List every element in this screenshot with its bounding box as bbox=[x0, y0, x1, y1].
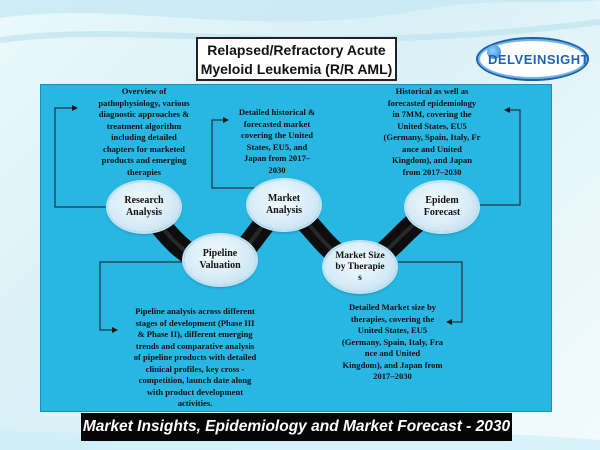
node-market-analysis: Market Analysis bbox=[248, 180, 320, 230]
market-size-description: Detailed Market size by therapies, cover… bbox=[330, 302, 455, 383]
node-label: Market Size by Therapie s bbox=[335, 250, 385, 283]
market-size-line: Detailed Market size by bbox=[348, 302, 437, 312]
research-line: treatment algorithm bbox=[106, 120, 182, 131]
footer-banner: Market Insights, Epidemiology and Market… bbox=[81, 413, 512, 441]
node-label: Epidem Forecast bbox=[423, 195, 461, 218]
research-line: Overview of bbox=[121, 86, 167, 96]
pipeline-line: Pipeline analysis across different bbox=[135, 306, 255, 316]
pipeline-description: Pipeline analysis across different stage… bbox=[110, 306, 280, 410]
market-size-line: 2017–2030 bbox=[373, 371, 412, 381]
title-line-1: Relapsed/Refractory Acute bbox=[207, 42, 386, 58]
node-label: Research Analysis bbox=[124, 195, 164, 218]
node-label: Pipeline Valuation bbox=[199, 248, 241, 271]
market-line: Japan from 2017– bbox=[243, 153, 311, 163]
node-epidem-forecast: Epidem Forecast bbox=[406, 182, 478, 232]
market-description: Detailed historical & forecasted market … bbox=[222, 107, 332, 176]
pipeline-line: clinical profiles, key cross - bbox=[145, 363, 245, 374]
market-size-line: Kingdom), and Japan from bbox=[342, 359, 443, 370]
delveinsight-logo: DELVEINSIGHT bbox=[476, 37, 589, 81]
pipeline-line: competition, launch date along bbox=[138, 375, 252, 385]
research-description: Overview of pathophysiology, various dia… bbox=[74, 86, 214, 178]
epidem-line: ance and United bbox=[402, 143, 462, 154]
market-size-line: (Germany, Spain, Italy, Fra bbox=[341, 336, 444, 347]
pipeline-line: stages of development (Phase III bbox=[135, 317, 255, 328]
epidem-line: forecasted epidemiology bbox=[387, 97, 477, 108]
research-line: chapters for marketed bbox=[103, 143, 185, 154]
epidem-description: Historical as well as forecasted epidemi… bbox=[362, 86, 502, 178]
delveinsight-logo-icon bbox=[487, 45, 501, 59]
market-line: Detailed historical & bbox=[238, 107, 316, 117]
research-line: pathophysiology, various bbox=[98, 97, 190, 108]
pipeline-line: activities. bbox=[177, 398, 213, 408]
node-research-analysis: Research Analysis bbox=[108, 182, 180, 232]
epidem-line: in 7MM, covering the bbox=[392, 109, 472, 119]
title-line-2: Myeloid Leukemia (R/R AML) bbox=[200, 61, 393, 77]
market-line: States, EU5, and bbox=[246, 141, 308, 152]
research-line: including detailed bbox=[111, 132, 177, 142]
epidem-line: Historical as well as bbox=[395, 86, 469, 96]
logo-text: DELVEINSIGHT bbox=[488, 52, 590, 67]
research-line: therapies bbox=[127, 166, 161, 177]
report-title: Relapsed/Refractory Acute Myeloid Leukem… bbox=[196, 37, 397, 81]
market-line: covering the United bbox=[240, 130, 314, 140]
node-market-size-by-therapies: Market Size by Therapie s bbox=[324, 242, 396, 292]
pipeline-line: trends and comparative analysis bbox=[135, 340, 255, 351]
market-line: forecasted market bbox=[243, 118, 311, 129]
market-size-line: United States, EU5 bbox=[357, 325, 428, 335]
pipeline-line: of pipeline products with detailed bbox=[133, 352, 257, 362]
market-line: 2030 bbox=[268, 164, 286, 175]
epidem-line: Kingdom), and Japan bbox=[392, 155, 472, 165]
node-label: Market Analysis bbox=[265, 193, 303, 216]
research-line: products and emerging bbox=[101, 155, 187, 165]
node-pipeline-valuation: Pipeline Valuation bbox=[184, 235, 256, 285]
pipeline-line: with product development bbox=[146, 386, 244, 397]
epidem-line: (Germany, Spain, Italy, Fr bbox=[383, 132, 481, 142]
market-size-line: therapies, covering the bbox=[350, 313, 435, 324]
research-line: diagnostic approaches & bbox=[98, 109, 190, 119]
market-size-line: nce and United bbox=[364, 348, 421, 358]
epidem-line: from 2017–2030 bbox=[402, 166, 462, 177]
epidem-line: United States, EU5 bbox=[397, 120, 467, 131]
pipeline-line: & Phase II), different emerging bbox=[137, 329, 253, 339]
